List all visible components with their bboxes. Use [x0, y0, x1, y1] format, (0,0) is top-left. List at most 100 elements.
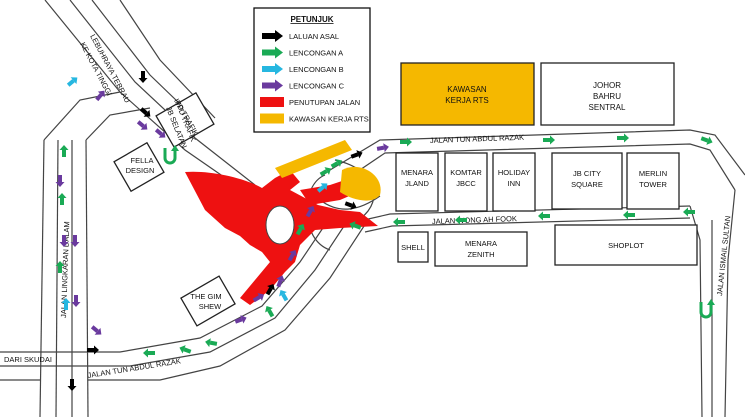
direction-arrow-icon: [139, 107, 151, 117]
legend-item-label: LENCONGAN A: [289, 49, 343, 58]
direction-arrow-icon: [295, 223, 305, 236]
direction-arrow-icon: [376, 143, 389, 153]
legend-item-label: LENCONGAN C: [289, 82, 345, 91]
direction-arrow-icon: [71, 295, 81, 307]
legend-arrow-icon: [262, 49, 275, 56]
label-dari-skudai: DARI SKUDAI: [4, 355, 52, 364]
legend-swatch: [260, 97, 284, 107]
direction-arrow-icon: [287, 249, 297, 262]
direction-arrow-icon: [138, 71, 148, 83]
merlin-label-2: TOWER: [639, 180, 667, 189]
direction-arrow-icon: [234, 315, 247, 324]
menara-zenith-label-2: ZENITH: [467, 250, 494, 259]
u-turn-icon: [699, 302, 713, 319]
komtar-label-2: JBCC: [456, 179, 476, 188]
legend-item-label: LENCONGAN B: [289, 65, 344, 74]
legend-title: PETUNJUK: [290, 15, 333, 24]
direction-arrow-icon: [455, 215, 467, 225]
shoplot-block: [554, 224, 698, 266]
direction-arrow-icon: [330, 159, 343, 169]
holiday-inn-label-1: HOLIDAY: [498, 168, 530, 177]
legend-item: LENCONGAN B: [262, 63, 344, 75]
direction-arrow-icon: [350, 150, 363, 159]
jb-sentral-block: [540, 62, 675, 126]
jb-city-square-label-2: SQUARE: [571, 180, 603, 189]
direction-arrow-icon: [66, 77, 78, 87]
gim-shew-block: [180, 275, 236, 327]
jb-sentral-label-3: SENTRAL: [589, 103, 626, 112]
legend-swatch: [260, 113, 284, 124]
direction-arrow-icon: [393, 217, 405, 227]
legend: PETUNJUK LALUAN ASAL LENCONGAN A LENCONGAN…: [253, 7, 371, 133]
legend-arrow-head-icon: [275, 79, 283, 92]
direction-arrow-icon: [154, 128, 166, 138]
gim-shew-label-1: THE GIM: [190, 292, 221, 301]
merlin-tower-block: [626, 152, 680, 210]
legend-item: KAWASAN KERJA RTS: [260, 113, 369, 124]
menara-zenith-label-1: MENARA: [465, 239, 497, 248]
u-turn-head-icon: [707, 299, 715, 305]
jb-sentral-label-1: JOHOR: [593, 81, 621, 90]
direction-arrow-icon: [265, 305, 275, 318]
direction-arrow-icon: [55, 175, 65, 187]
kawasan-rts-block: [400, 62, 535, 126]
label-jalan-wong-ah-fook: JALAN WONG AH FOOK: [432, 214, 517, 226]
direction-arrow-icon: [143, 348, 155, 358]
legend-item-label: PENUTUPAN JALAN: [289, 98, 360, 107]
gim-shew-label-2: SHEW: [199, 302, 222, 311]
legend-arrow-icon: [262, 33, 275, 39]
direction-arrow-icon: [538, 211, 550, 221]
menara-jland-label-2: JLAND: [405, 179, 429, 188]
kawasan-rts-label-1: KAWASAN: [447, 85, 487, 94]
jb-city-square-label-1: JB CITY: [573, 169, 601, 178]
holiday-inn-label-2: INN: [508, 179, 521, 188]
buildings: KAWASAN KERJA RTS JOHOR BAHRU SENTRAL IP…: [113, 62, 698, 327]
direction-arrow-icon: [700, 136, 713, 145]
direction-arrow-icon: [543, 135, 555, 145]
direction-arrow-icon: [61, 298, 71, 310]
ipd-trafik-block: [155, 92, 215, 148]
direction-arrow-icon: [55, 261, 65, 273]
legend-item: LALUAN ASAL: [262, 30, 339, 42]
jb-city-square-block: [551, 152, 623, 210]
menara-jland-block: [395, 152, 439, 212]
direction-arrow-icon: [136, 120, 148, 130]
direction-arrow-icon: [87, 345, 99, 355]
direction-arrow-icon: [57, 193, 67, 205]
legend-item: LENCONGAN C: [262, 79, 345, 92]
legend-arrow-head-icon: [275, 46, 283, 59]
direction-arrow-icon: [319, 167, 332, 177]
fella-label-1: FELLA: [131, 156, 154, 165]
direction-arrow-icon: [316, 183, 328, 193]
label-jalan-tun-abdul-razak-bottom: JALAN TUN ABDUL RAZAK: [87, 356, 181, 380]
direction-arrow-icon: [305, 205, 315, 218]
legend-arrow-icon: [262, 66, 275, 72]
legend-item: LENCONGAN A: [262, 46, 343, 59]
u-turn-head-icon: [171, 145, 179, 151]
jb-sentral-label-2: BAHRU: [593, 92, 621, 101]
direction-arrow-icon: [400, 137, 412, 147]
label-jalan-lingkaran-dalam: JALAN LINGKARAN DALAM: [59, 221, 71, 318]
direction-arrow-icon: [279, 289, 289, 302]
direction-arrow-icon: [623, 210, 635, 220]
holiday-inn-block: [492, 152, 536, 212]
direction-arrow-icon: [179, 345, 192, 354]
direction-arrow-icon: [617, 133, 629, 143]
direction-arrow-icon: [265, 283, 275, 296]
direction-arrow-icon: [349, 221, 362, 230]
komtar-label-1: KOMTAR: [450, 168, 482, 177]
direction-arrow-icon: [95, 90, 105, 102]
direction-arrow-icon: [344, 201, 357, 210]
kawasan-rts-label-2: KERJA RTS: [445, 96, 488, 105]
direction-arrow-icon: [205, 338, 218, 348]
direction-arrow-icon: [683, 207, 695, 217]
legend-item-label: KAWASAN KERJA RTS: [289, 115, 369, 124]
direction-arrow-icon: [67, 379, 77, 391]
direction-arrow-icon: [276, 275, 285, 288]
direction-arrow-icon: [70, 235, 80, 247]
legend-arrow-head-icon: [275, 30, 283, 42]
rts-work-areas: [275, 140, 381, 201]
label-jalan-tun-abdul-razak-top: JALAN TUN ABDUL RAZAK: [430, 133, 524, 145]
merlin-label-1: MERLIN: [639, 169, 667, 178]
